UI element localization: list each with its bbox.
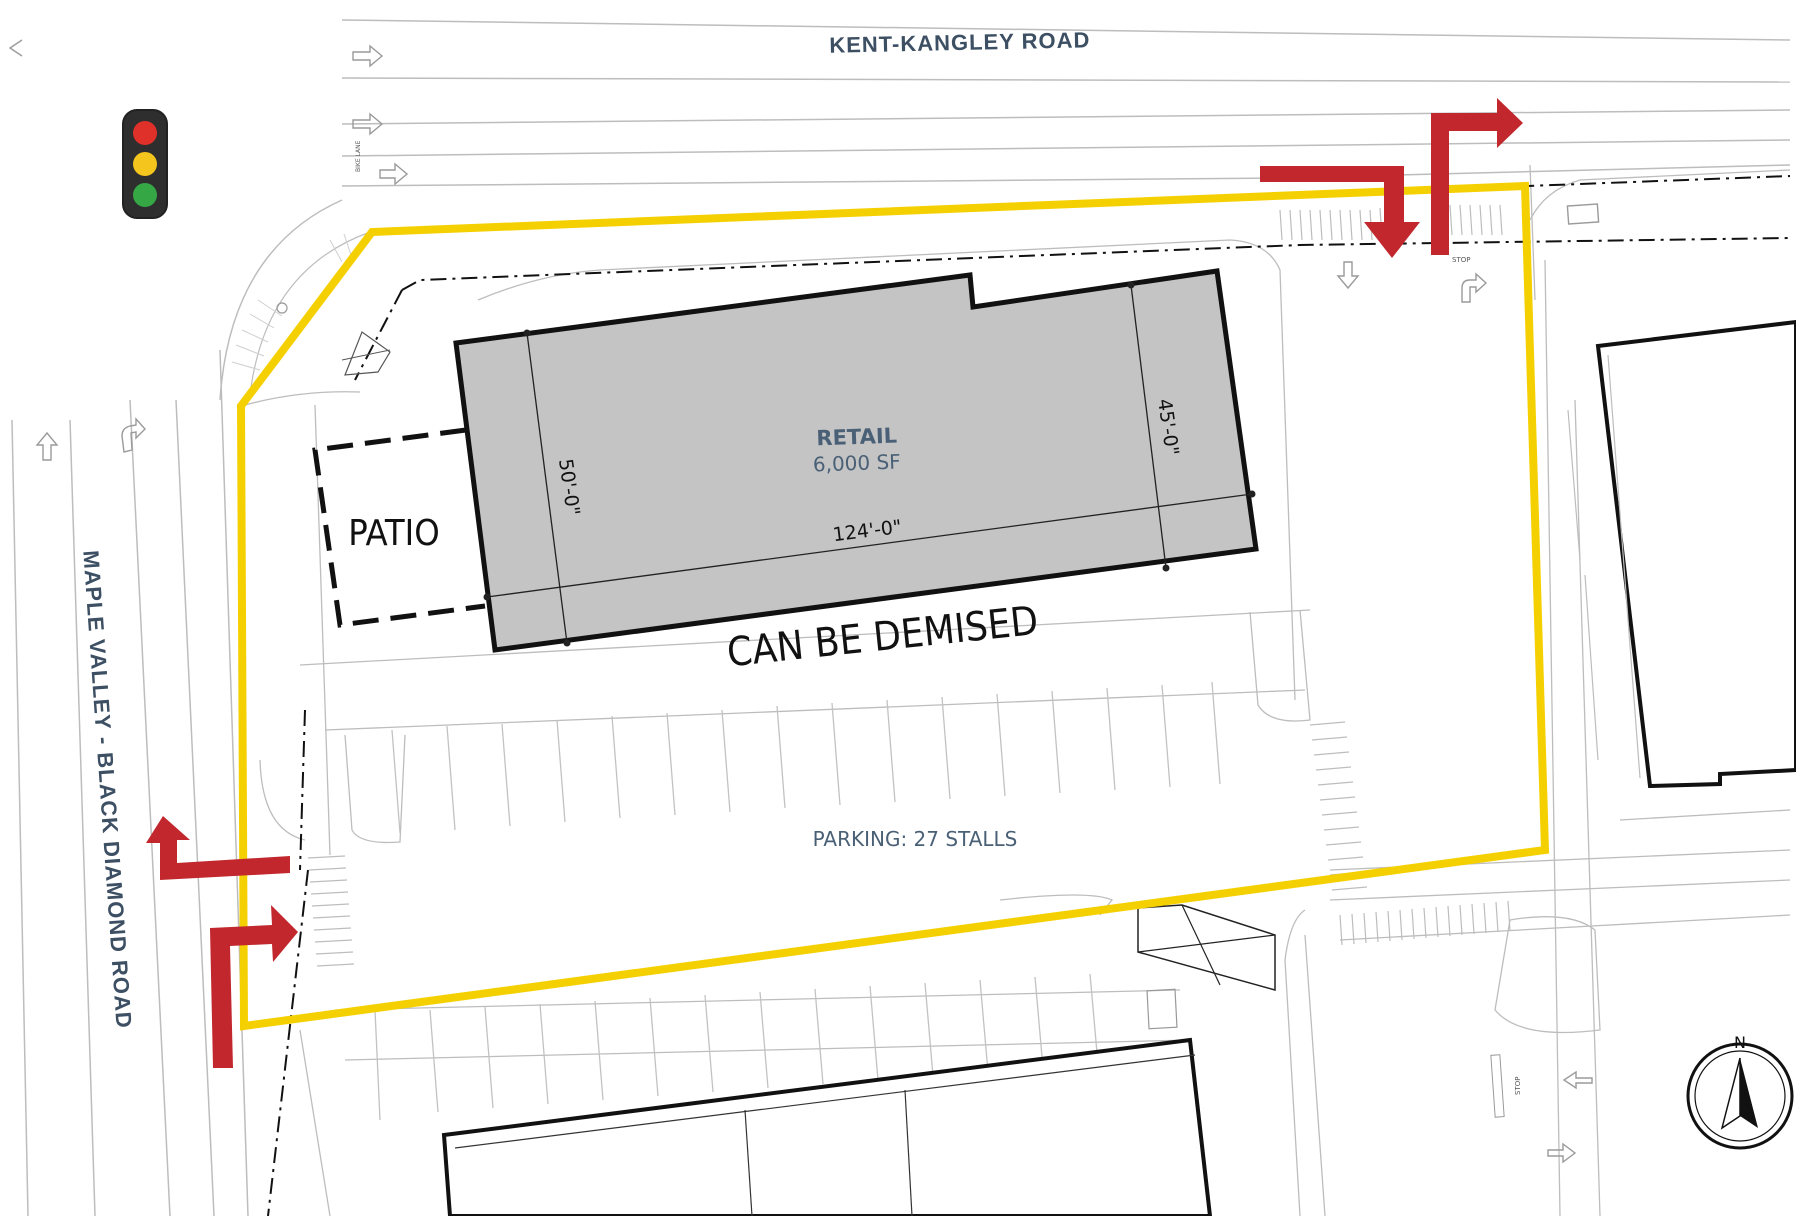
neighbor-building-east-detail	[1567, 354, 1641, 779]
parking-stalls-upper	[391, 681, 1221, 834]
dimension-ticks	[483, 281, 1256, 647]
lane-arrow-icon	[352, 112, 384, 136]
access-arrow-icon	[146, 816, 290, 880]
trash-enclosure	[1137, 904, 1276, 991]
maple-valley-road-lines	[11, 349, 249, 1216]
traffic-light-icon	[122, 109, 168, 219]
stop-mark-north: STOP	[1452, 256, 1470, 264]
stop-bar-south	[1490, 1054, 1505, 1118]
lane-arrow-icon	[379, 162, 409, 186]
access-arrow-icon	[1431, 98, 1523, 255]
lane-arrow-icon	[1547, 1142, 1577, 1164]
north-label: N	[1734, 1033, 1746, 1052]
crosswalk-east	[1309, 721, 1368, 891]
neighbor-building-south	[441, 1037, 1213, 1216]
lane-arrow-icon	[1336, 261, 1360, 290]
neighbor-building-south-detail	[454, 1054, 1196, 1216]
lane-arrow-icon	[1461, 272, 1488, 303]
lane-arrow-icon	[121, 417, 146, 453]
retail-title: RETAIL	[816, 424, 897, 451]
site-boundary	[236, 181, 1550, 1031]
north-arrow-icon	[1686, 1042, 1794, 1150]
road-label-north: KENT-KANGLEY ROAD	[829, 27, 1091, 57]
lane-arrow-icon	[1562, 1070, 1593, 1090]
bike-lane-mark: BIKE LANE	[355, 140, 362, 172]
access-arrow-icon	[1260, 166, 1420, 258]
patio-outline	[312, 427, 486, 628]
lane-arrow-icon	[35, 431, 59, 461]
nw-curb-ramp	[231, 233, 353, 371]
landscape-planter	[344, 331, 391, 376]
access-arrow-icon	[210, 905, 298, 1068]
dimension-lines	[486, 284, 1253, 644]
crosswalk-west	[307, 855, 355, 967]
lane-arrows	[8, 39, 1600, 1164]
property-lines	[267, 175, 1791, 1216]
lane-arrow-icon	[8, 39, 23, 57]
utility-box	[1146, 988, 1178, 1030]
stop-mark-south: STOP	[1514, 1077, 1522, 1095]
pole-marker	[276, 302, 288, 314]
lane-arrow-icon	[352, 44, 384, 68]
retail-area: 6,000 SF	[812, 449, 901, 476]
access-arrows	[146, 98, 1523, 1068]
neighbor-building-east	[1595, 319, 1796, 789]
nw-curb	[219, 199, 343, 401]
parking-label: PARKING: 27 STALLS	[813, 827, 1018, 851]
patio-label: PATIO	[348, 513, 439, 554]
parking-stalls-lower	[374, 973, 1099, 1121]
retail-building	[453, 268, 1259, 653]
site-curbs	[244, 164, 1791, 1216]
crosswalk-southeast	[1339, 900, 1511, 946]
